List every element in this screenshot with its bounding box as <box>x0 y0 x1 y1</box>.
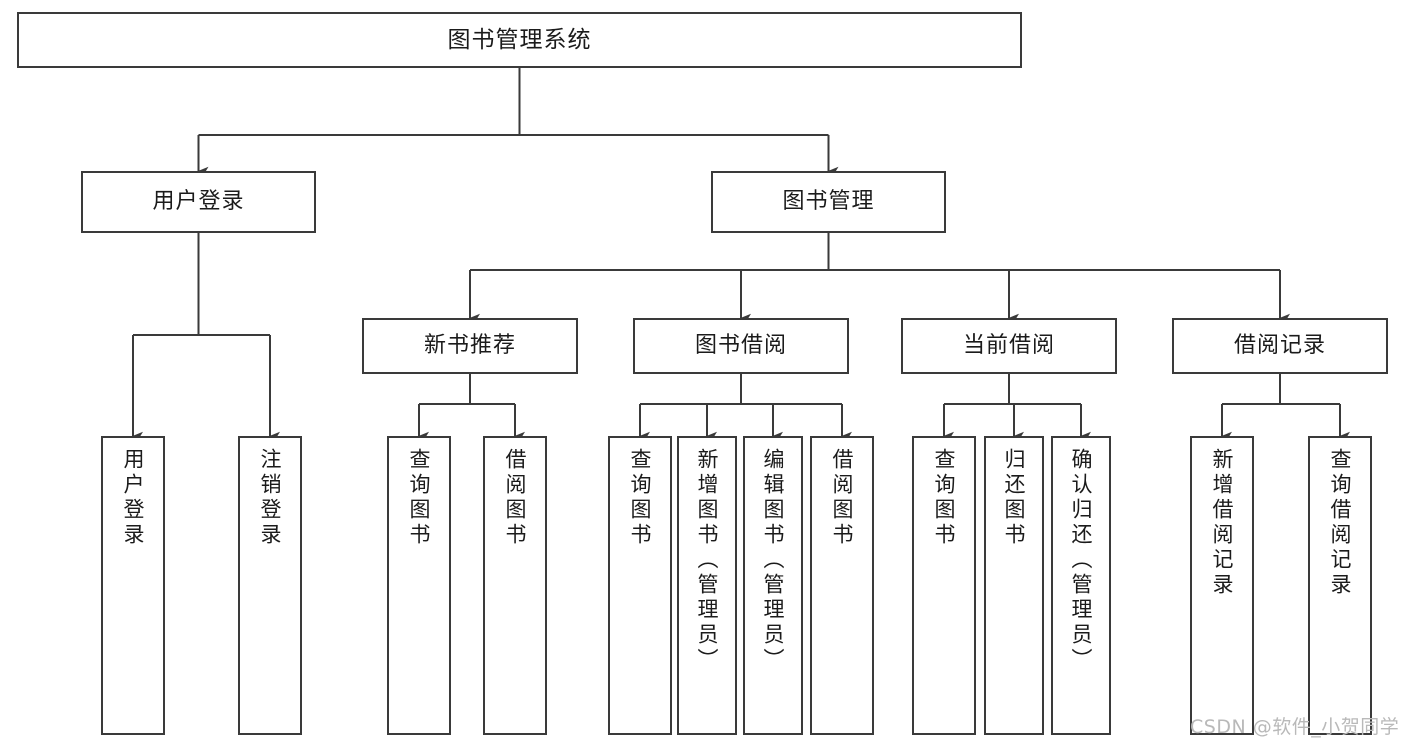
node-label: 借阅记录 <box>1233 333 1326 359</box>
node-label: 图书管理 <box>782 189 875 215</box>
node-label: 确认归还（管理员） <box>1069 448 1094 673</box>
node-label: 用户登录 <box>152 189 245 215</box>
node-l-nb-borrow[interactable]: 借阅图书 <box>483 436 547 735</box>
node-l-bw-lend[interactable]: 借阅图书 <box>810 436 874 735</box>
node-l-cu-conf[interactable]: 确认归还（管理员） <box>1051 436 1111 735</box>
node-l-login[interactable]: 用户登录 <box>101 436 165 735</box>
node-label: 新增图书（管理员） <box>695 448 720 673</box>
node-label: 注销登录 <box>258 448 283 548</box>
node-l-cu-query[interactable]: 查询图书 <box>912 436 976 735</box>
watermark-text: CSDN @软件_小贺同学 <box>1190 716 1400 738</box>
node-label: 查询图书 <box>407 448 432 548</box>
node-label: 查询借阅记录 <box>1328 448 1353 598</box>
node-bookmgmt[interactable]: 图书管理 <box>711 171 946 233</box>
node-label: 图书管理系统 <box>447 26 592 53</box>
node-l-cu-ret[interactable]: 归还图书 <box>984 436 1044 735</box>
node-newbook[interactable]: 新书推荐 <box>362 318 578 374</box>
node-login[interactable]: 用户登录 <box>81 171 316 233</box>
node-label: 新增借阅记录 <box>1210 448 1235 598</box>
node-label: 借阅图书 <box>503 448 528 548</box>
node-l-rc-add[interactable]: 新增借阅记录 <box>1190 436 1254 735</box>
node-current[interactable]: 当前借阅 <box>901 318 1117 374</box>
node-label: 编辑图书（管理员） <box>761 448 786 673</box>
node-l-nb-query[interactable]: 查询图书 <box>387 436 451 735</box>
node-root[interactable]: 图书管理系统 <box>17 12 1022 68</box>
node-l-rc-query[interactable]: 查询借阅记录 <box>1308 436 1372 735</box>
node-label: 当前借阅 <box>962 333 1055 359</box>
node-label: 图书借阅 <box>694 333 787 359</box>
node-label: 查询图书 <box>628 448 653 548</box>
node-label: 查询图书 <box>932 448 957 548</box>
node-records[interactable]: 借阅记录 <box>1172 318 1388 374</box>
node-borrow[interactable]: 图书借阅 <box>633 318 849 374</box>
node-label: 新书推荐 <box>423 333 516 359</box>
node-l-bw-edit[interactable]: 编辑图书（管理员） <box>743 436 803 735</box>
node-label: 归还图书 <box>1002 448 1027 548</box>
node-l-logout[interactable]: 注销登录 <box>238 436 302 735</box>
node-label: 借阅图书 <box>830 448 855 548</box>
node-l-bw-add[interactable]: 新增图书（管理员） <box>677 436 737 735</box>
node-label: 用户登录 <box>121 448 146 548</box>
node-l-bw-query[interactable]: 查询图书 <box>608 436 672 735</box>
